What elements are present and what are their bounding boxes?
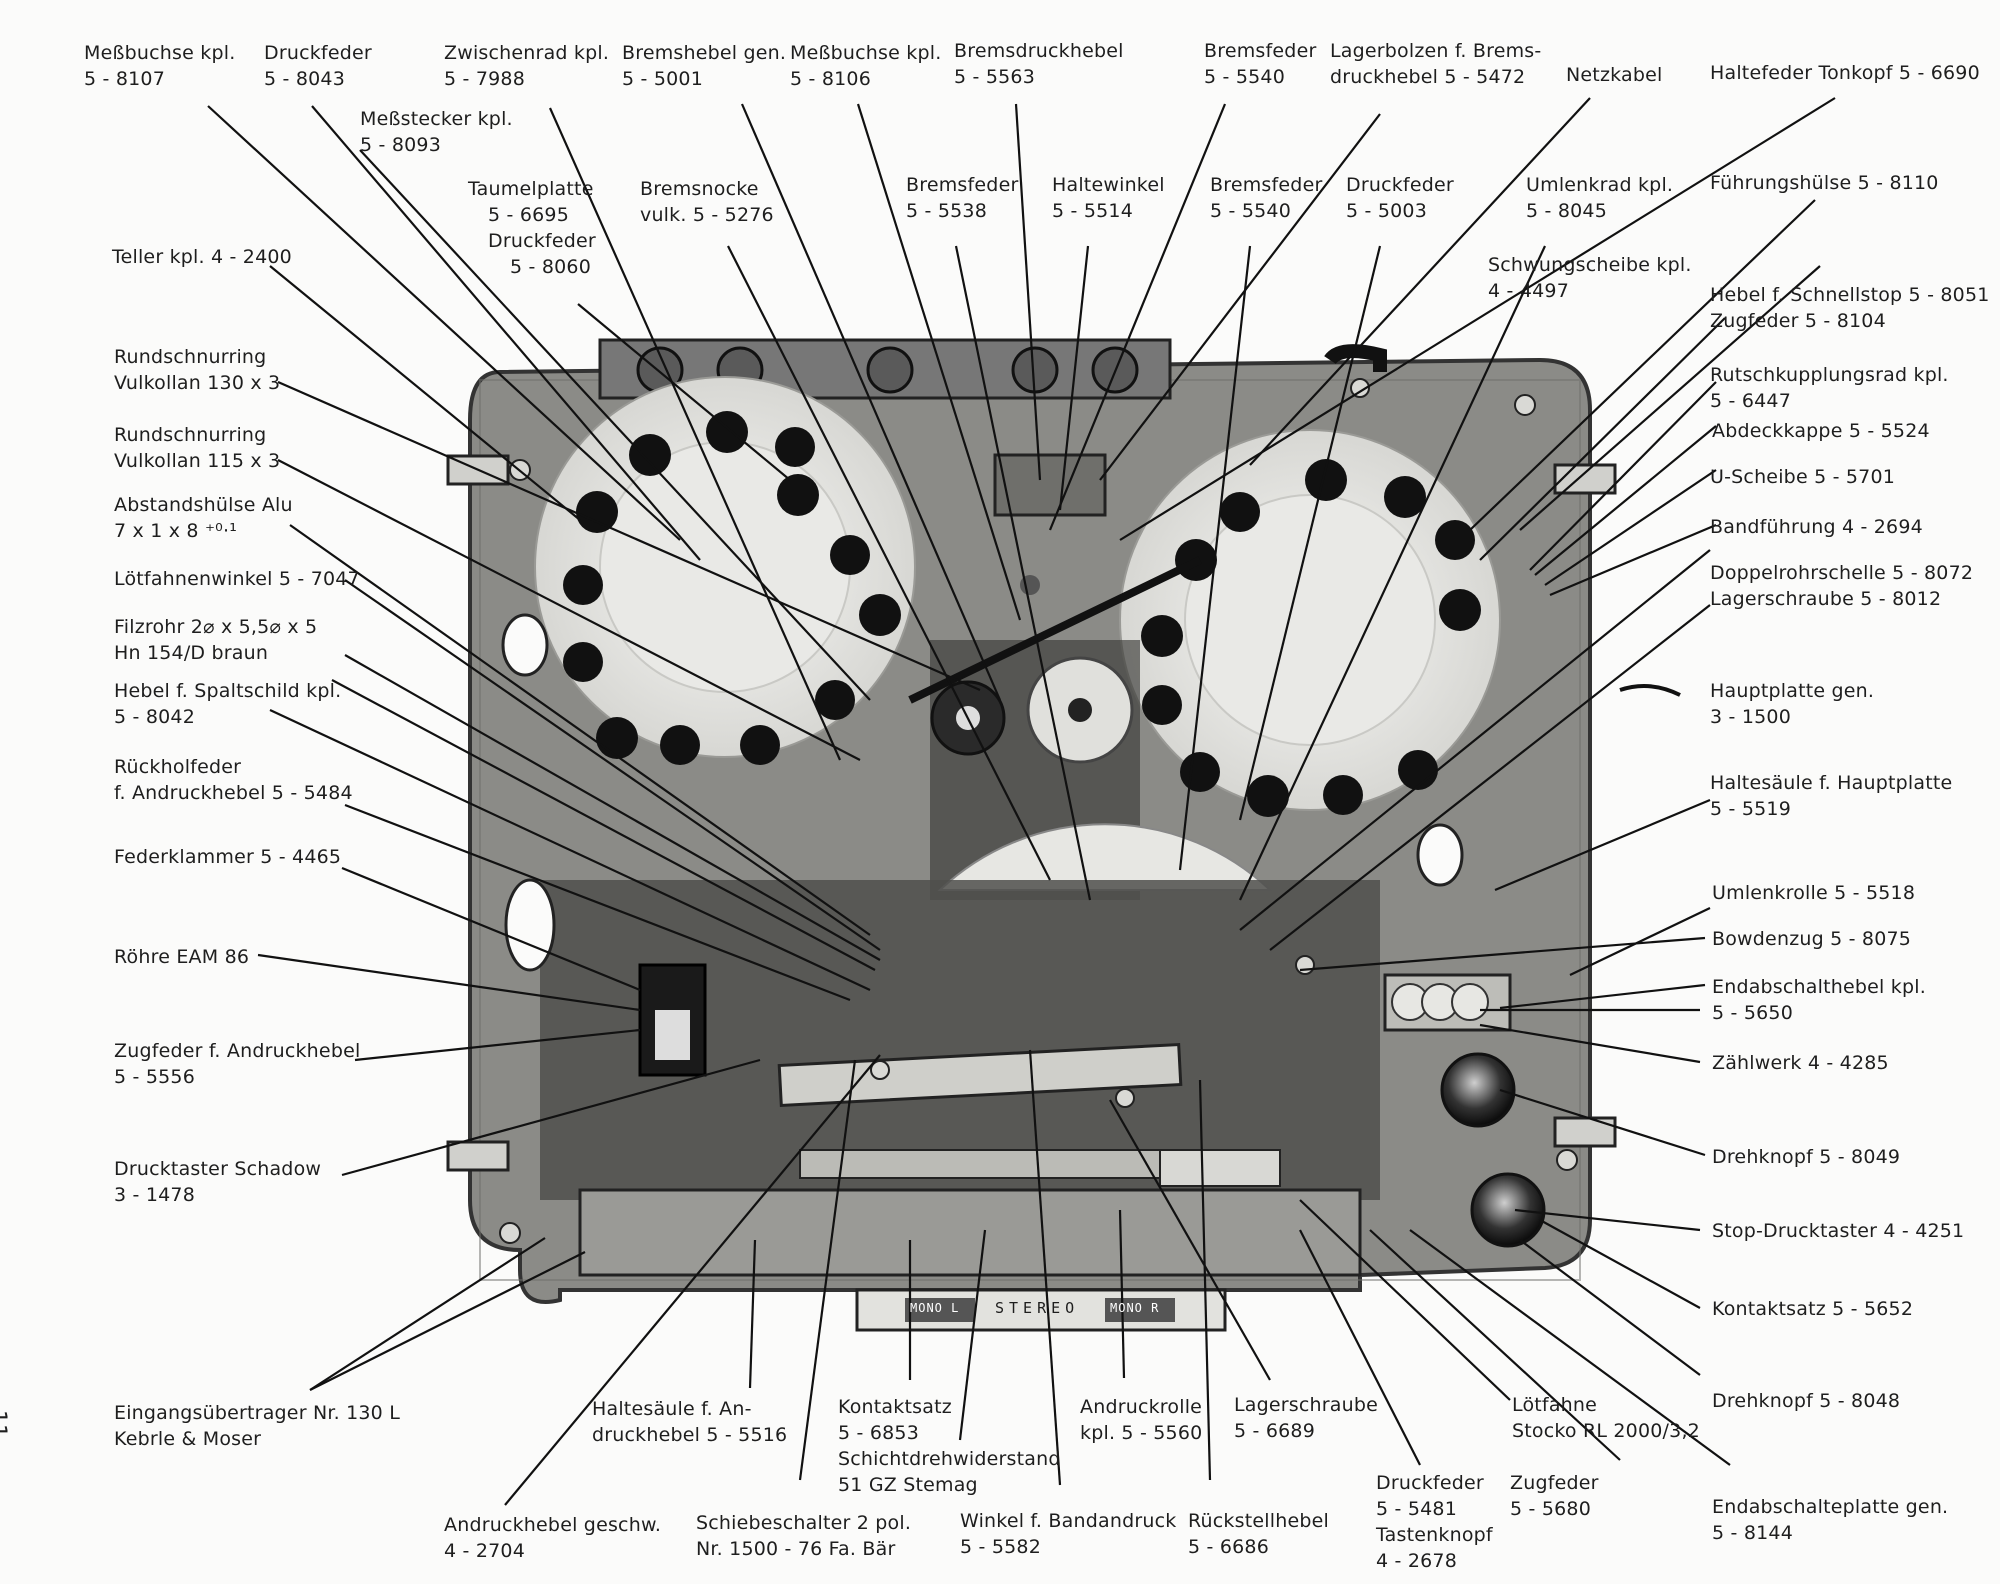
callout-bremshebel: Bremshebel gen.5 - 5001 bbox=[622, 42, 787, 90]
callout-messbuchse-8107: Meßbuchse kpl.5 - 8107 bbox=[84, 42, 236, 90]
left-reel bbox=[534, 376, 916, 765]
callout-messstecker: Meßstecker kpl.5 - 8093 bbox=[360, 108, 513, 156]
callout-umlenkrad: Umlenkrad kpl.5 - 8045 bbox=[1526, 174, 1674, 222]
knob-8049 bbox=[1440, 1052, 1516, 1128]
callout-schiebeschalter: Schiebeschalter 2 pol.Nr. 1500 - 76 Fa. … bbox=[696, 1512, 912, 1560]
callout-endabschalthebel: Endabschalthebel kpl.5 - 5650 bbox=[1712, 976, 1926, 1024]
callout-federklammer: Federklammer 5 - 4465 bbox=[114, 846, 342, 868]
callout-drehknopf-8048: Drehknopf 5 - 8048 bbox=[1712, 1390, 1901, 1412]
pressure-lever-bar bbox=[777, 1042, 1183, 1108]
right-reel bbox=[1119, 429, 1501, 817]
callout-fuehrungshuelse: Führungshülse 5 - 8110 bbox=[1710, 172, 1939, 194]
callout-drehknopf-8049: Drehknopf 5 - 8049 bbox=[1712, 1146, 1901, 1168]
page-number: 11 bbox=[0, 1410, 10, 1438]
callout-netzkabel: Netzkabel bbox=[1566, 64, 1663, 86]
stereo-label: STEREO bbox=[995, 1299, 1080, 1317]
callout-bowdenzug: Bowdenzug 5 - 8075 bbox=[1712, 928, 1912, 950]
callout-umlenkrolle: Umlenkrolle 5 - 5518 bbox=[1712, 882, 1916, 904]
knob-8048 bbox=[1470, 1172, 1546, 1248]
callout-haltefeder: Haltefeder Tonkopf 5 - 6690 bbox=[1710, 62, 1980, 84]
callout-zwischenrad: Zwischenrad kpl.5 - 7988 bbox=[444, 42, 610, 90]
callout-hauptplatte: Hauptplatte gen.3 - 1500 bbox=[1710, 680, 1875, 728]
callout-abdeckkappe: Abdeckkappe 5 - 5524 bbox=[1712, 420, 1930, 442]
callout-lagerbolzen: Lagerbolzen f. Brems-druckhebel 5 - 5472 bbox=[1330, 40, 1542, 88]
callout-kontaktsatz-5652: Kontaktsatz 5 - 5652 bbox=[1712, 1298, 1914, 1320]
mono-l-tag: MONO L bbox=[910, 1301, 960, 1315]
callout-stop-drucktaster: Stop-Drucktaster 4 - 4251 bbox=[1712, 1220, 1965, 1242]
callout-andruckhebel: Andruckhebel geschw.4 - 2704 bbox=[444, 1514, 662, 1562]
callout-zaehlwerk: Zählwerk 4 - 4285 bbox=[1712, 1052, 1889, 1074]
callout-endabschalteplatte: Endabschalteplatte gen.5 - 8144 bbox=[1712, 1496, 1949, 1544]
callout-rutschkupplung: Rutschkupplungsrad kpl.5 - 6447 bbox=[1710, 364, 1949, 412]
callout-haltesaeule-andruck: Haltesäule f. An-druckhebel 5 - 5516 bbox=[592, 1398, 788, 1446]
callout-u-scheibe: U-Scheibe 5 - 5701 bbox=[1710, 466, 1896, 488]
callout-messbuchse-8106: Meßbuchse kpl.5 - 8106 bbox=[790, 42, 942, 90]
callout-bandfuehrung: Bandführung 4 - 2694 bbox=[1710, 516, 1923, 538]
flywheel bbox=[937, 823, 1273, 891]
power-cable bbox=[1324, 344, 1387, 372]
callout-teller: Teller kpl. 4 - 2400 bbox=[112, 246, 292, 268]
mono-r-tag: MONO R bbox=[1110, 1301, 1160, 1315]
leader-lines bbox=[207, 97, 1836, 1506]
callout-hebel-spaltschild: Hebel f. Spaltschild kpl.5 - 8042 bbox=[114, 680, 342, 728]
callout-loetfahnenwinkel: Lötfahnenwinkel 5 - 7047 bbox=[114, 568, 360, 590]
callout-schwungscheibe: Schwungscheibe kpl.4 - 4497 bbox=[1488, 254, 1692, 302]
callout-roehre: Röhre EAM 86 bbox=[114, 946, 250, 968]
head-assembly bbox=[993, 453, 1107, 517]
